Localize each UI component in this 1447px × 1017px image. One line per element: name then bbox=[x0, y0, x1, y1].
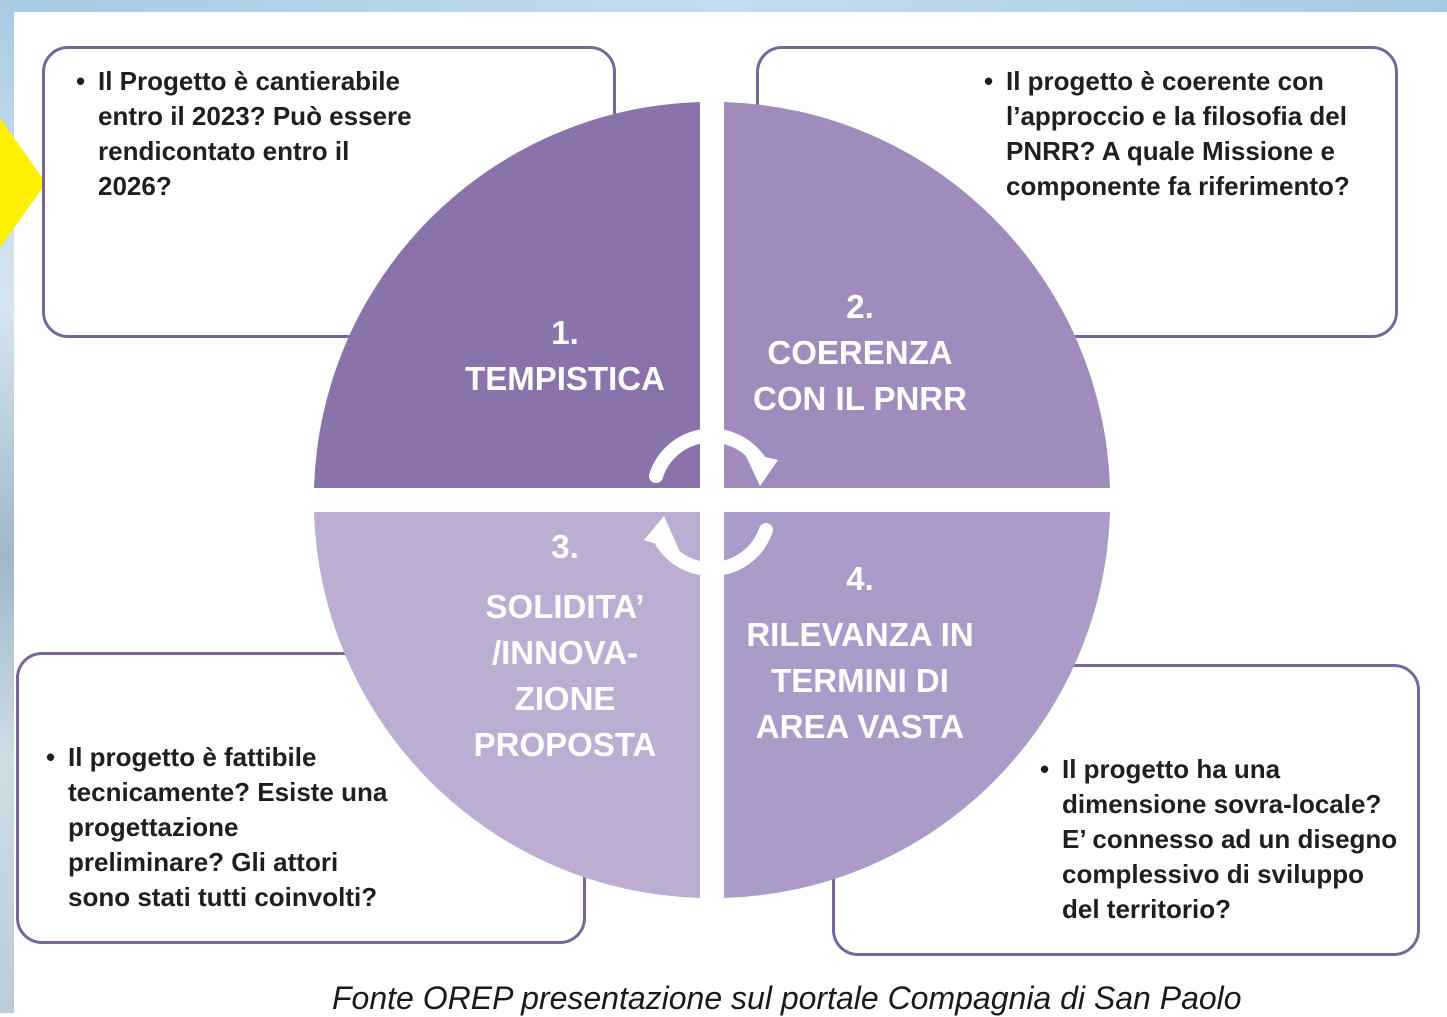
segment-1-shape bbox=[314, 102, 700, 488]
segment-4-shape bbox=[724, 512, 1110, 898]
segment-3-label: 3. SOLIDITA’ /INNOVA- ZIONE PROPOSTA bbox=[430, 524, 700, 768]
segment-3-number: 3. bbox=[551, 528, 579, 565]
segment-1-number: 1. bbox=[551, 314, 579, 351]
segment-2-label: 2. COERENZA CON IL PNRR bbox=[730, 284, 990, 422]
background-strip-top bbox=[0, 0, 1447, 12]
segment-4-label: 4. RILEVANZA IN TERMINI DI AREA VASTA bbox=[730, 556, 990, 750]
source-caption: Fonte OREP presentazione sul portale Com… bbox=[332, 980, 1242, 1016]
question-4-text: Il progetto ha una dimensione sovra-loca… bbox=[1034, 752, 1442, 927]
segment-2-shape bbox=[724, 102, 1110, 488]
question-1-text: Il Progetto è cantierabile entro il 2023… bbox=[70, 64, 518, 204]
segment-2-title: COERENZA CON IL PNRR bbox=[753, 334, 967, 417]
segment-3-title: SOLIDITA’ /INNOVA- ZIONE PROPOSTA bbox=[473, 588, 657, 763]
segment-4-title: RILEVANZA IN TERMINI DI AREA VASTA bbox=[746, 616, 974, 745]
segment-4-number: 4. bbox=[846, 560, 874, 597]
background-strip-left bbox=[0, 0, 14, 1013]
question-3-text: Il progetto è fattibile tecnicamente? Es… bbox=[40, 740, 438, 915]
cycle-arrows-icon bbox=[644, 428, 778, 577]
segment-2-number: 2. bbox=[846, 288, 874, 325]
segment-1-title: TEMPISTICA bbox=[465, 360, 665, 397]
segment-1-label: 1. TEMPISTICA bbox=[440, 310, 690, 402]
question-2-text: Il progetto è coerente con l’approccio e… bbox=[978, 64, 1416, 204]
segment-3-shape bbox=[314, 512, 700, 898]
